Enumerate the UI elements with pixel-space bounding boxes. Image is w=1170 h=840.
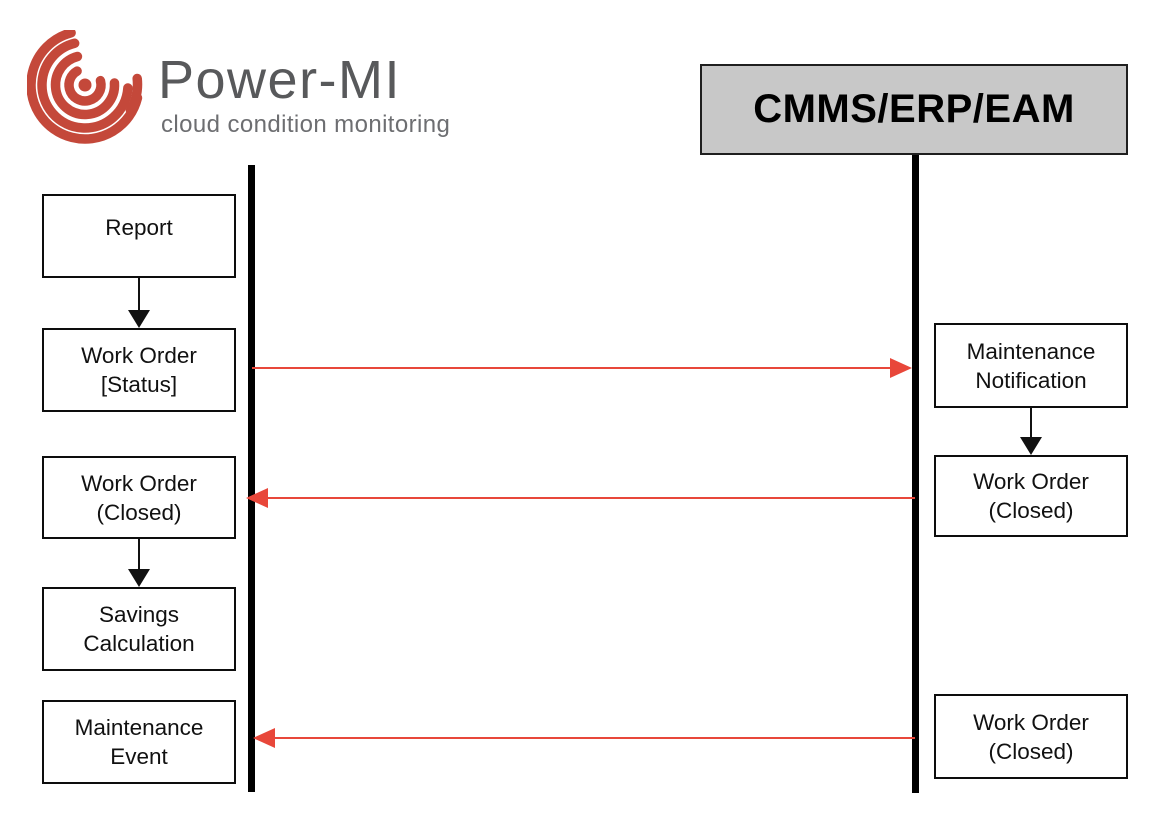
maintenance-event-box: Maintenance Event xyxy=(42,700,236,784)
arrowhead-left-icon xyxy=(246,488,268,508)
work-order-closed-box-right-2: Work Order (Closed) xyxy=(934,694,1128,779)
work-order-closed-box-left: Work Order (Closed) xyxy=(42,456,236,539)
arrow-line xyxy=(138,539,140,571)
cmms-lifeline xyxy=(912,155,919,793)
arrowhead-down-icon xyxy=(1020,437,1042,455)
brand-tagline: cloud condition monitoring xyxy=(161,111,451,138)
cmms-erp-eam-header-box: CMMS/ERP/EAM xyxy=(700,64,1128,155)
work-order-closed-box-right: Work Order (Closed) xyxy=(934,455,1128,537)
arrowhead-right-icon xyxy=(890,358,912,378)
power-mi-logo-icon xyxy=(27,30,144,144)
arrow-line xyxy=(266,496,915,499)
arrow-line xyxy=(252,366,892,369)
work-order-status-box: Work Order [Status] xyxy=(42,328,236,412)
arrow-line xyxy=(1030,408,1032,439)
arrow-line xyxy=(273,736,915,739)
maintenance-notification-box: Maintenance Notification xyxy=(934,323,1128,408)
arrowhead-down-icon xyxy=(128,310,150,328)
brand-name: Power-MI xyxy=(158,50,402,110)
savings-calculation-box: Savings Calculation xyxy=(42,587,236,671)
arrow-line xyxy=(138,278,140,312)
report-box: Report xyxy=(42,194,236,278)
arrowhead-down-icon xyxy=(128,569,150,587)
powermi-lifeline xyxy=(248,165,255,792)
arrowhead-left-icon xyxy=(253,728,275,748)
